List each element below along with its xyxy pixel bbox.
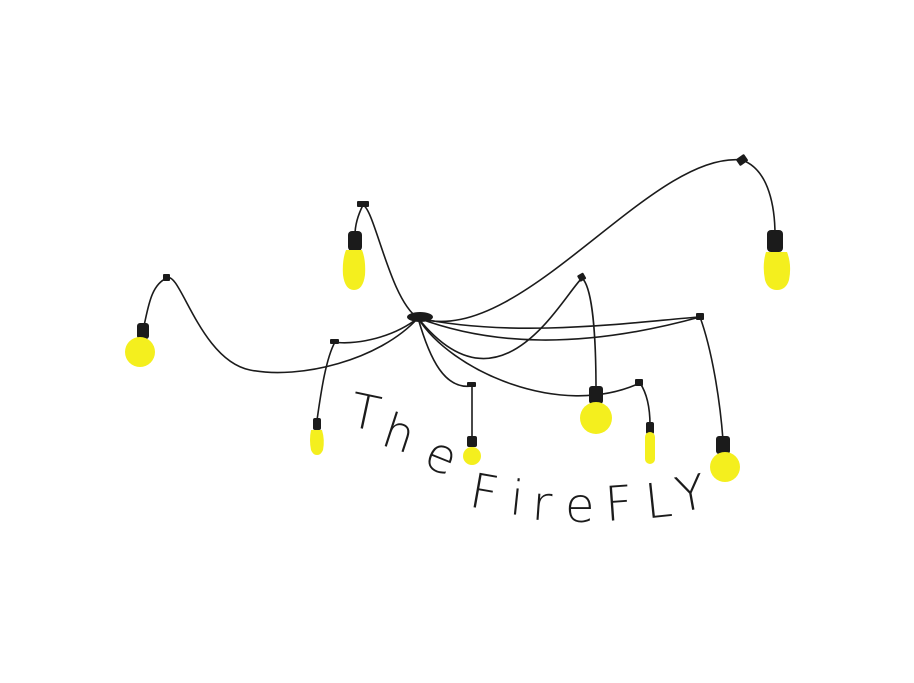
wordmark-letter: T — [345, 382, 385, 443]
cable-group — [142, 159, 776, 441]
light-bulb-icon — [342, 231, 366, 290]
light-bulb-icon — [463, 436, 481, 465]
wordmark-letter: F — [466, 463, 503, 523]
wordmark-letter: h — [376, 403, 422, 466]
light-bulb-icon — [763, 230, 791, 290]
wordmark-letter: F — [603, 475, 634, 533]
wordmark-the-firefly: T h e F i r e F L Y — [345, 382, 710, 534]
wordmark-letter: L — [642, 472, 674, 530]
wordmark-letter: e — [565, 478, 595, 534]
wordmark-letter: Y — [671, 464, 710, 524]
light-bulb-icon — [580, 386, 612, 434]
cable-anchor-group — [163, 154, 748, 387]
light-bulb-icon — [125, 323, 155, 367]
light-bulb-icon — [710, 436, 740, 482]
wordmark-letter: e — [417, 425, 465, 488]
light-bulb-icon — [310, 418, 324, 455]
wordmark-letter: i — [507, 470, 526, 527]
ceiling-canopy — [407, 312, 433, 322]
wordmark-letter: r — [530, 476, 554, 533]
light-bulb-icon — [645, 422, 655, 464]
